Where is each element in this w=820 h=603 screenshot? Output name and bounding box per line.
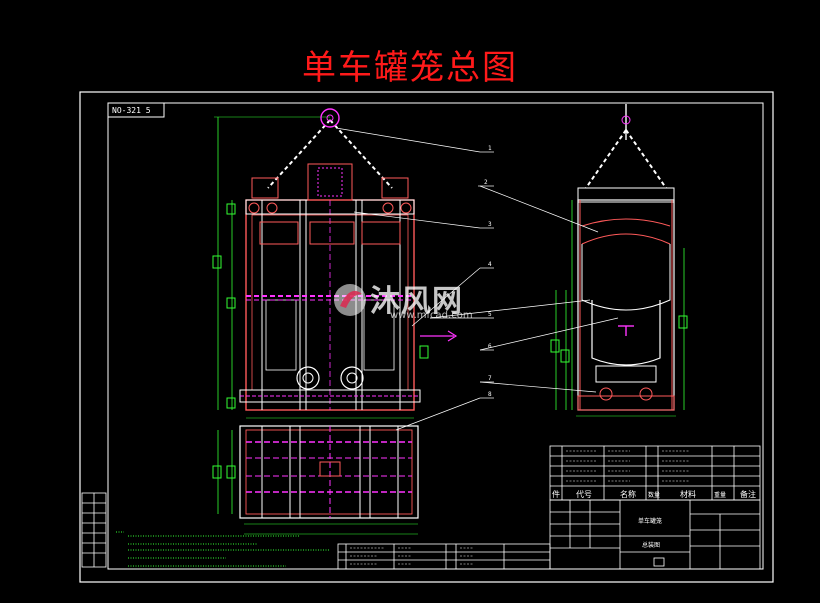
front-view [212,108,458,419]
watermark-logo-icon [334,284,366,316]
callout-5: 5 [488,311,492,318]
watermark-brand: 沐风网 [370,284,463,319]
bom-col-no: 件 [552,489,560,499]
bom-col-material: 材料 [680,489,696,499]
title-block [549,499,761,570]
outer-frame [79,91,774,583]
watermark-url: www.mfcad.com [390,310,473,321]
technical-notes [116,531,330,567]
bom-table [549,445,761,501]
bom-col-weight: 重量 [714,491,726,499]
parts-list [337,543,551,570]
bom-col-name: 名称 [620,489,636,499]
bom-col-code: 代号 [576,489,592,499]
drawing-title: 单车罐笼总图 [302,48,518,88]
sheet-code: NO-321 5 [112,106,151,115]
parts-list-fills [350,547,474,565]
callout-2: 2 [484,179,488,186]
callout-labels: 1 2 3 4 5 6 7 8 [484,145,492,398]
leader-lines [335,127,619,431]
bom-header-labels: 件 代号 名称 数量 材料 重量 备注 [552,489,756,499]
drawing-name: 单车罐笼 [638,517,662,525]
left-margin-table [81,492,107,568]
bom-col-remark: 备注 [740,489,756,499]
callout-1: 1 [488,145,492,152]
callout-4: 4 [488,261,492,268]
bom-col-qty: 数量 [648,491,660,499]
bom-row-fills [566,450,690,482]
sheet-label: 总装图 [642,541,660,549]
callout-3: 3 [488,221,492,228]
plan-view [212,425,419,535]
callout-8: 8 [488,391,492,398]
callout-7: 7 [488,375,492,382]
side-view [550,104,688,417]
sheet-code-box [107,102,165,118]
watermark: 沐风网 www.mfcad.com [330,276,500,326]
callout-6: 6 [488,343,492,350]
